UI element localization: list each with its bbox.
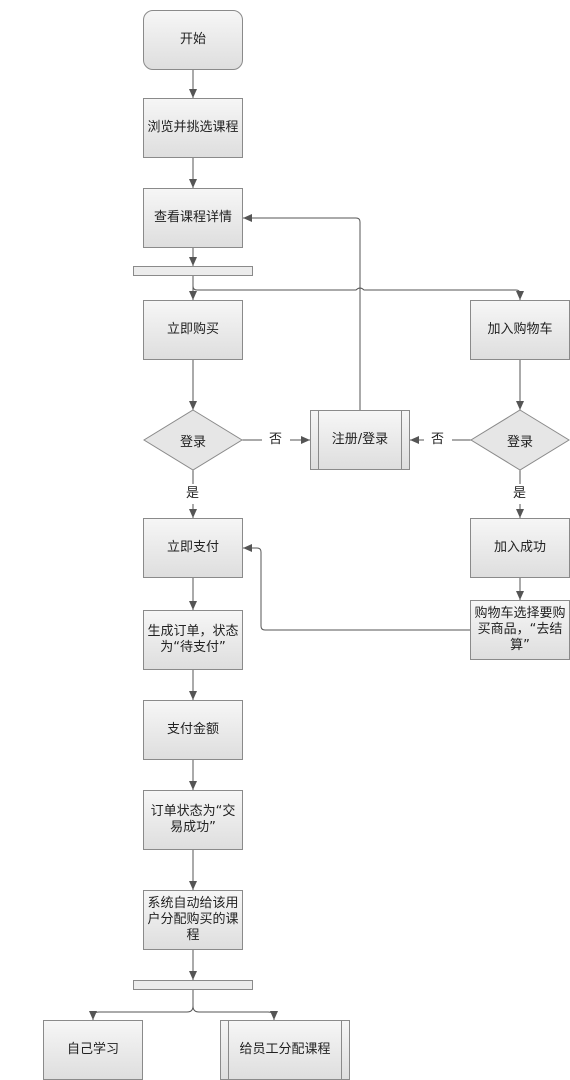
- start-node[interactable]: 开始: [143, 10, 243, 70]
- register-login-subprocess[interactable]: 注册/登录: [310, 410, 410, 470]
- fork-bar-bottom: [133, 980, 253, 990]
- edge-label-left-no: 否: [266, 432, 286, 448]
- pay-now-node[interactable]: 立即支付: [143, 518, 243, 578]
- edge-label-right-yes: 是: [510, 486, 530, 502]
- decision-login-left[interactable]: 登录: [179, 434, 206, 450]
- edge-join-assignstaff: [192, 990, 278, 1020]
- buy-now-node[interactable]: 立即购买: [143, 300, 243, 360]
- add-to-cart-node[interactable]: 加入购物车: [470, 300, 570, 360]
- order-success-node[interactable]: 订单状态为“交易成功”: [143, 790, 243, 850]
- add-success-node[interactable]: 加入成功: [470, 518, 570, 578]
- pay-amount-node[interactable]: 支付金额: [143, 700, 243, 760]
- edge-join-selfstudy: [89, 990, 194, 1020]
- auto-assign-node[interactable]: 系统自动给该用户分配购买的课程: [143, 890, 243, 950]
- decision-login-right-shape: [470, 409, 570, 471]
- decision-login-right[interactable]: 登录: [506, 434, 533, 450]
- edge-fork-addcart: [192, 276, 524, 300]
- self-study-node[interactable]: 自己学习: [43, 1020, 143, 1080]
- fork-bar-top: [133, 266, 253, 276]
- view-course-details-node[interactable]: 查看课程详情: [143, 188, 243, 248]
- browse-courses-node[interactable]: 浏览并挑选课程: [143, 98, 243, 158]
- edge-register-details: [243, 214, 361, 410]
- edge-label-right-no: 否: [428, 432, 448, 448]
- edge-cart-paynow: [243, 544, 471, 631]
- edge-label-left-yes: 是: [183, 486, 203, 502]
- assign-to-staff-subprocess[interactable]: 给员工分配课程: [220, 1020, 350, 1080]
- decision-login-left-shape: [143, 409, 243, 471]
- create-order-node[interactable]: 生成订单，状态为“待支付”: [143, 610, 243, 670]
- cart-checkout-node[interactable]: 购物车选择要购买商品，“去结算”: [470, 600, 570, 660]
